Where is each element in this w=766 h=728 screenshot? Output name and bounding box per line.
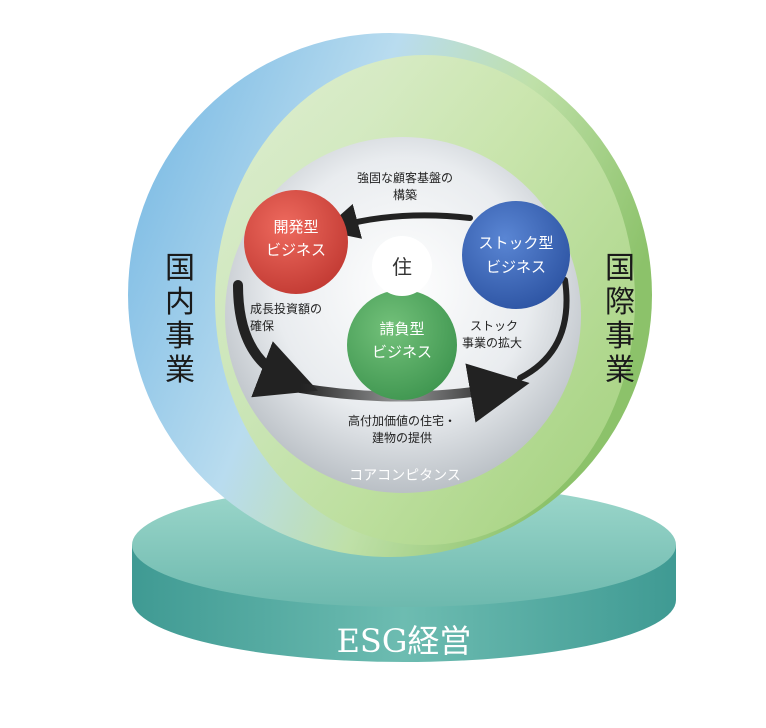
domestic-char-2: 内 xyxy=(165,285,195,320)
annotation-right-line-2: 事業の拡大 xyxy=(462,336,522,350)
annotation-top: 強固な顧客基盤の 構築 xyxy=(357,170,453,202)
international-char-4: 業 xyxy=(605,353,635,388)
contract-line-2: ビジネス xyxy=(372,343,432,361)
annotation-top-line-1: 強固な顧客基盤の xyxy=(357,170,453,185)
bubble-contract: 請負型 ビジネス xyxy=(347,290,457,400)
development-line-1: 開発型 xyxy=(273,218,318,236)
base-label: ESG経営 xyxy=(337,622,472,660)
stock-line-2: ビジネス xyxy=(486,258,546,276)
domestic-char-4: 業 xyxy=(165,353,195,388)
bubble-development: 開発型 ビジネス xyxy=(244,190,348,294)
annotation-bottom-line-2: 建物の提供 xyxy=(372,430,432,445)
bubble-stock: ストック型 ビジネス xyxy=(462,201,570,309)
development-line-2: ビジネス xyxy=(266,241,326,259)
stock-circle xyxy=(462,201,570,309)
annotation-bottom: 高付加価値の住宅・ 建物の提供 xyxy=(348,413,456,445)
contract-circle xyxy=(347,290,457,400)
arrow-top xyxy=(322,203,473,239)
annotation-right-line-1: ストック xyxy=(470,319,518,333)
international-char-3: 事 xyxy=(605,319,635,354)
domestic-label: 国 内 事 業 xyxy=(165,251,195,388)
annotation-left-line-2: 確保 xyxy=(250,318,274,333)
international-char-1: 国 xyxy=(605,251,635,286)
domestic-char-3: 事 xyxy=(165,319,195,354)
stock-line-1: ストック型 xyxy=(478,234,553,252)
annotation-right: ストック 事業の拡大 xyxy=(462,319,522,350)
arrow-left xyxy=(233,280,318,398)
annotation-top-line-2: 構築 xyxy=(393,187,417,202)
international-char-2: 際 xyxy=(605,285,635,320)
international-label: 国 際 事 業 xyxy=(605,251,635,388)
annotation-bottom-line-1: 高付加価値の住宅・ xyxy=(348,413,456,428)
core-label: コアコンピタンス xyxy=(349,468,461,484)
center-circle xyxy=(372,236,432,296)
center-label: 住 xyxy=(392,255,412,279)
development-circle xyxy=(244,190,348,294)
center-node: 住 xyxy=(372,236,432,296)
annotation-left: 成長投資額の 確保 xyxy=(250,301,322,333)
domestic-char-1: 国 xyxy=(165,251,195,286)
arrow-right xyxy=(517,277,570,381)
annotation-left-line-1: 成長投資額の xyxy=(250,301,322,316)
contract-line-1: 請負型 xyxy=(379,320,424,338)
